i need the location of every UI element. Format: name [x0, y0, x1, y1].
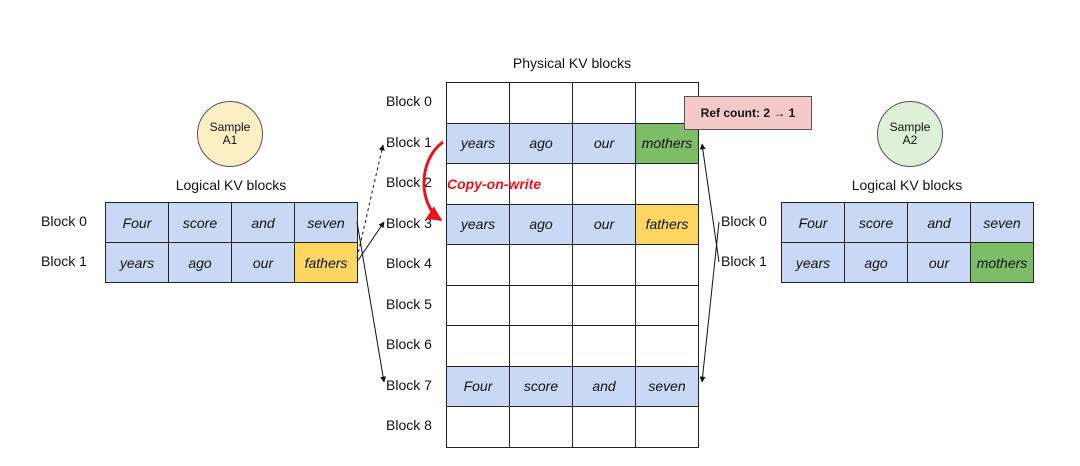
- logical-kv-a2-cell: years: [781, 242, 845, 283]
- physical-kv-cell: ago: [509, 122, 573, 164]
- physical-kv-cell: [446, 82, 510, 124]
- physical-kv-cell: [572, 244, 636, 286]
- logical-kv-a1-cell: ago: [168, 242, 232, 283]
- copy-on-write-arrow: [422, 140, 444, 222]
- logical-kv-a2-row-label: Block 0: [721, 213, 767, 229]
- physical-kv-cell: [446, 284, 510, 326]
- logical-kv-a1-cell: years: [105, 242, 169, 283]
- arrow-a2-b0-to-p7: [699, 221, 720, 383]
- arrow-a1-b1-to-p3: [356, 221, 385, 263]
- physical-kv-row-label: Block 0: [386, 93, 432, 110]
- logical-kv-a1-cell: our: [231, 242, 295, 283]
- sample-a1-label: Sample A1: [209, 120, 251, 147]
- physical-kv-row-label: Block 7: [386, 376, 432, 393]
- physical-kv-row-label: Block 3: [386, 214, 432, 231]
- logical-kv-title-a2: Logical KV blocks: [851, 177, 963, 193]
- ref-count-box: Ref count: 2 → 1: [684, 96, 812, 130]
- copy-on-write-label: Copy-on-write: [447, 176, 542, 192]
- physical-kv-cell: our: [572, 203, 636, 245]
- sample-a1-circle: Sample A1: [197, 101, 263, 167]
- logical-kv-a2-cell: score: [844, 202, 908, 243]
- physical-kv-row-label: Block 2: [386, 174, 432, 191]
- physical-kv-cell: seven: [635, 365, 699, 407]
- arrow-a1-b0-to-p7: [356, 221, 387, 383]
- logical-kv-a1-cell: Four: [105, 202, 169, 243]
- logical-kv-a2-cell: seven: [970, 202, 1034, 243]
- physical-kv-cell: years: [446, 203, 510, 245]
- physical-kv-row-label: Block 4: [386, 255, 432, 272]
- logical-kv-a1-cell: fathers: [294, 242, 358, 283]
- physical-kv-cell: [635, 406, 699, 448]
- logical-kv-a1-row-label: Block 1: [41, 253, 87, 269]
- sample-a2-circle: Sample A2: [877, 101, 943, 167]
- logical-kv-title-a1: Logical KV blocks: [175, 177, 287, 193]
- physical-kv-row-label: Block 1: [386, 133, 432, 150]
- sample-a2-label: Sample A2: [889, 120, 931, 147]
- physical-kv-row-label: Block 5: [386, 295, 432, 312]
- physical-kv-cell: [446, 163, 510, 205]
- logical-kv-a2-cell: mothers: [970, 242, 1034, 283]
- physical-kv-row-label: Block 6: [386, 336, 432, 353]
- logical-kv-a1-row-label: Block 0: [41, 213, 87, 229]
- arrow-a1-b1-to-p1-dashed: [356, 144, 385, 259]
- logical-kv-a1-cell: seven: [294, 202, 358, 243]
- logical-kv-a2-row-label: Block 1: [721, 253, 767, 269]
- physical-kv-cell: [572, 82, 636, 124]
- physical-kv-cell: [635, 325, 699, 367]
- physical-kv-cell: [446, 406, 510, 448]
- logical-kv-a1-cell: and: [231, 202, 295, 243]
- physical-kv-cell: [572, 284, 636, 326]
- ref-count-text: Ref count: 2 → 1: [700, 106, 796, 120]
- logical-kv-a2-cell: Four: [781, 202, 845, 243]
- physical-kv-title: Physical KV blocks: [512, 55, 632, 71]
- physical-kv-row-label: Block 8: [386, 417, 432, 434]
- arrow-a2-b1-to-p1: [699, 143, 720, 263]
- physical-kv-cell: mothers: [635, 122, 699, 164]
- physical-kv-cell: score: [509, 365, 573, 407]
